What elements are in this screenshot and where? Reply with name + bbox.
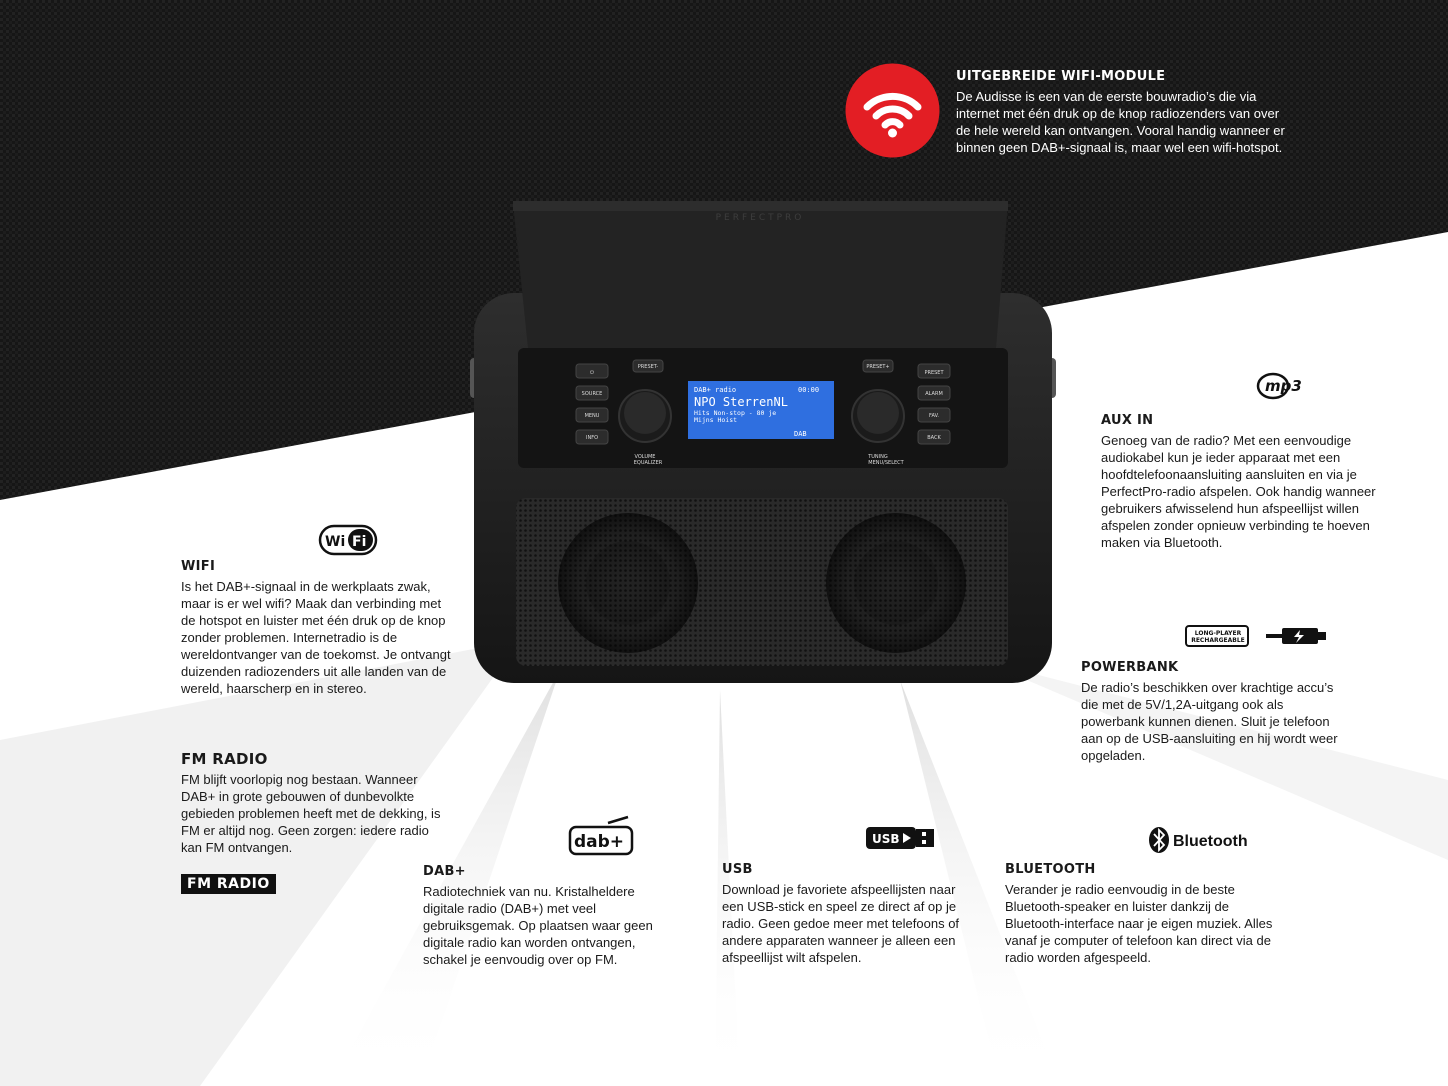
- feature-wifi-module: UITGEBREIDE WIFI-MODULE De Audisse is ee…: [956, 68, 1296, 156]
- feature-text: Radiotechniek van nu. Kristalheldere dig…: [423, 884, 653, 967]
- bluetooth-icon: Bluetooth: [1148, 826, 1248, 859]
- svg-text:LONG-PLAYER: LONG-PLAYER: [1195, 630, 1242, 637]
- mp3-logo: mp3: [1254, 370, 1314, 400]
- feature-title: UITGEBREIDE WIFI-MODULE: [956, 69, 1166, 84]
- svg-text:TUNING: TUNING: [867, 454, 888, 460]
- svg-text:BACK: BACK: [927, 435, 941, 441]
- svg-text:Wi: Wi: [325, 534, 345, 550]
- svg-text:⏻: ⏻: [590, 370, 594, 376]
- svg-text:VOLUME: VOLUME: [635, 454, 656, 460]
- svg-text:RECHARGEABLE: RECHARGEABLE: [1191, 637, 1245, 644]
- feature-text: De Audisse is een van de eerste bouwradi…: [956, 89, 1285, 155]
- svg-text:mp3: mp3: [1265, 377, 1302, 395]
- feature-title: WIFI: [181, 559, 216, 574]
- feature-text: Is het DAB+-signaal in de werkplaats zwa…: [181, 579, 451, 696]
- svg-text:INFO: INFO: [586, 435, 598, 441]
- feature-aux-in: AUX IN Genoeg van de radio? Met een eenv…: [1101, 412, 1391, 551]
- feature-title: USB: [722, 862, 753, 877]
- svg-text:MENU: MENU: [585, 413, 600, 419]
- feature-fm-radio: FM RADIO FM blijft voorlopig nog bestaan…: [181, 751, 451, 856]
- svg-text:EQUALIZER: EQUALIZER: [634, 460, 663, 466]
- feature-wifi: WIFI Is het DAB+-signaal in de werkplaat…: [181, 558, 451, 697]
- feature-dab: DAB+ Radiotechniek van nu. Kristalhelder…: [423, 863, 663, 968]
- usb-logo: USB: [866, 826, 936, 855]
- svg-text:ALARM: ALARM: [925, 391, 943, 397]
- feature-powerbank: POWERBANK De radio’s beschikken over kra…: [1081, 659, 1341, 764]
- dab-logo: dab+: [568, 815, 636, 862]
- feature-text: De radio’s beschikken over krachtige acc…: [1081, 680, 1338, 763]
- feature-title: POWERBANK: [1081, 660, 1179, 675]
- wifi-icon: [845, 63, 940, 158]
- display-station: NPO SterrenNL: [694, 395, 788, 409]
- feature-title: FM RADIO: [181, 750, 268, 768]
- feature-title: DAB+: [423, 864, 466, 879]
- svg-text:FAV.: FAV.: [929, 413, 939, 419]
- battery-usb-icon: [1266, 624, 1328, 653]
- svg-text:PRESET+: PRESET+: [866, 364, 889, 370]
- feature-text: Genoeg van de radio? Met een eenvoudige …: [1101, 433, 1376, 550]
- feature-text: Verander je radio eenvoudig in de beste …: [1005, 882, 1273, 965]
- svg-text:USB: USB: [872, 832, 900, 846]
- feature-title: AUX IN: [1101, 413, 1154, 428]
- display-line1: DAB+ radio: [694, 386, 736, 394]
- feature-text: FM blijft voorlopig nog bestaan. Wanneer…: [181, 772, 441, 855]
- long-player-logo: LONG-PLAYER RECHARGEABLE: [1184, 624, 1252, 653]
- display-line4: Mijns Hoist: [694, 416, 737, 424]
- display-line3: Hits Non-stop - 80 je: [694, 409, 776, 417]
- svg-text:PRESET: PRESET: [924, 370, 944, 376]
- svg-text:dab+: dab+: [574, 832, 624, 852]
- radio-brand: PERFECTPRO: [716, 213, 805, 223]
- svg-text:Fi: Fi: [352, 534, 366, 550]
- display-time: 00:00: [798, 386, 819, 394]
- svg-text:MENU/SELECT: MENU/SELECT: [868, 460, 904, 466]
- fm-radio-badge: FM RADIO: [181, 874, 276, 894]
- svg-text:PRESET-: PRESET-: [638, 364, 659, 370]
- feature-text: Download je favoriete afspeellijsten naa…: [722, 882, 960, 965]
- feature-bluetooth: BLUETOOTH Verander je radio eenvoudig in…: [1005, 861, 1285, 966]
- wifi-logo: Wi Fi: [318, 522, 380, 563]
- radio-product-image: PERFECTPRO ⏻ SOURCE MENU INFO PRESET ALA…: [470, 201, 1056, 683]
- feature-title: BLUETOOTH: [1005, 862, 1096, 877]
- svg-text:SOURCE: SOURCE: [582, 391, 603, 397]
- svg-text:Bluetooth: Bluetooth: [1173, 833, 1248, 850]
- display-badge: DAB: [794, 430, 807, 438]
- feature-usb: USB Download je favoriete afspeellijsten…: [722, 861, 972, 966]
